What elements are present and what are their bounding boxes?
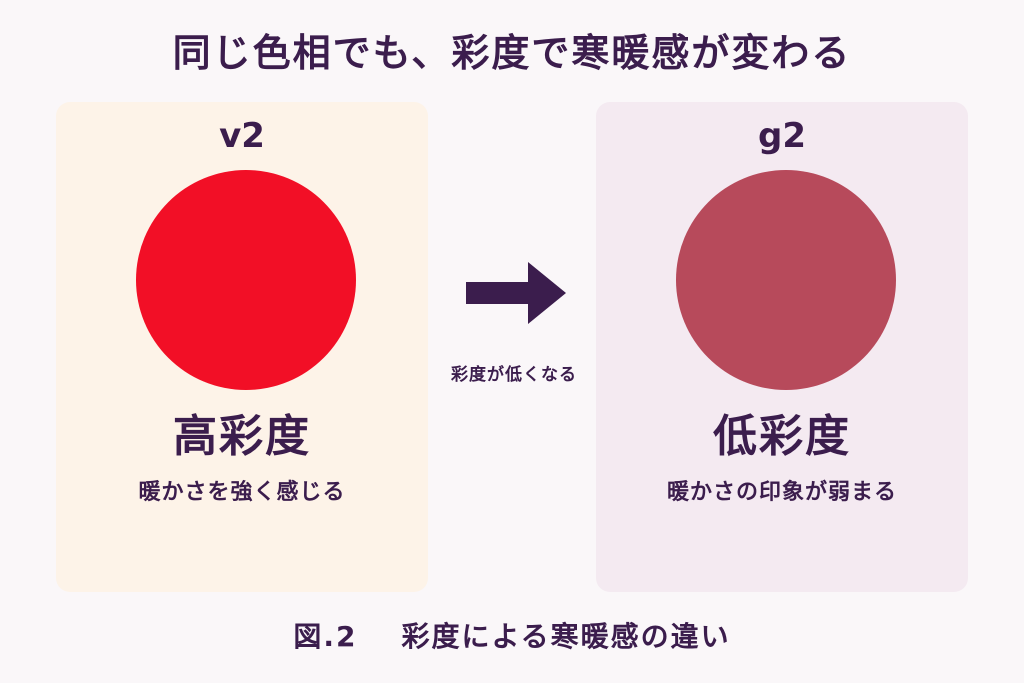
figure-caption-text: 彩度による寒暖感の違い xyxy=(401,620,731,653)
high-saturation-panel: v2 高彩度 暖かさを強く感じる xyxy=(56,102,428,592)
figure-caption: 図.2 彩度による寒暖感の違い xyxy=(0,615,1024,655)
high-saturation-description: 暖かさを強く感じる xyxy=(138,480,346,505)
right-arrow-icon xyxy=(466,262,566,324)
low-saturation-description: 暖かさの印象が弱まる xyxy=(666,480,897,505)
figure-number: 図.2 xyxy=(293,620,358,653)
high-saturation-heading: 高彩度 xyxy=(173,411,311,462)
low-saturation-color-swatch xyxy=(676,170,896,390)
tone-label-g2: g2 xyxy=(758,116,806,156)
arrow-label: 彩度が低くなる xyxy=(451,365,577,385)
high-saturation-color-swatch xyxy=(136,170,356,390)
page-title: 同じ色相でも、彩度で寒暖感が変わる xyxy=(172,31,852,75)
low-saturation-panel: g2 低彩度 暖かさの印象が弱まる xyxy=(596,102,968,592)
low-saturation-heading: 低彩度 xyxy=(713,411,851,462)
tone-label-v2: v2 xyxy=(219,116,265,156)
arrow-shape xyxy=(466,262,566,324)
